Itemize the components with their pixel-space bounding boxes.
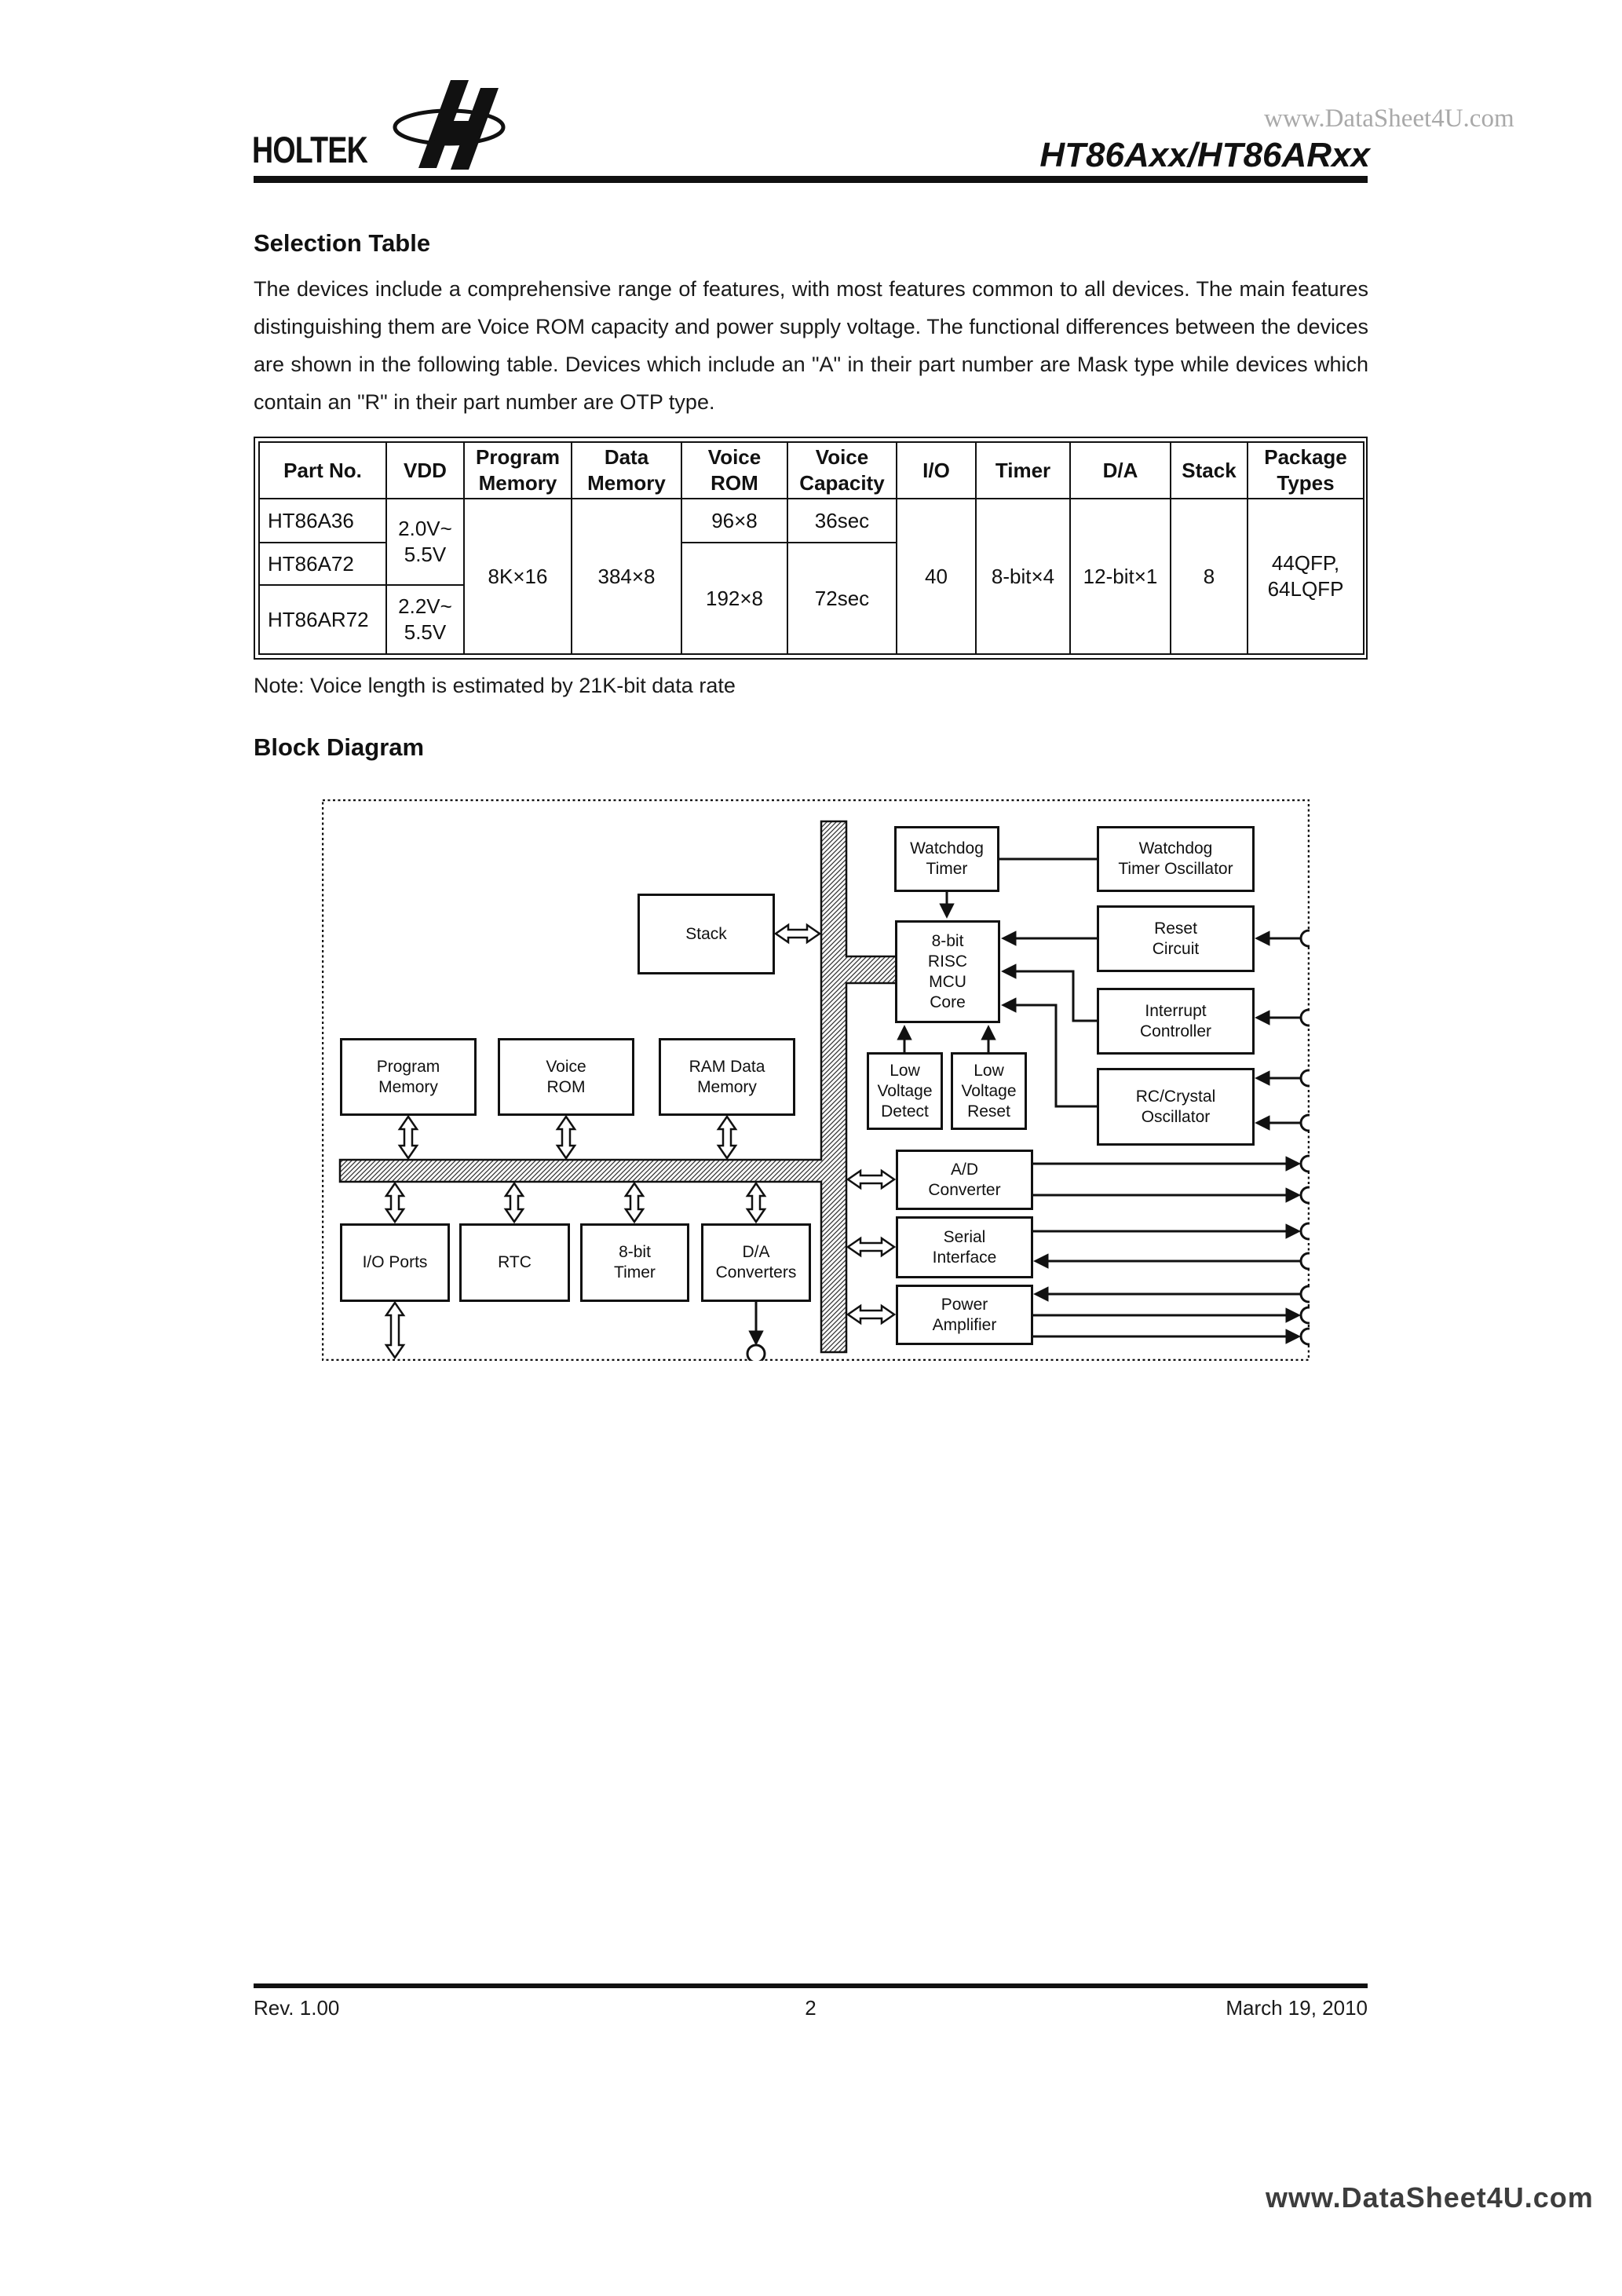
timer-bus-arrow [623, 1181, 645, 1224]
table-header-row: Part No. VDD Program Memory Data Memory … [258, 441, 1364, 499]
cell-voice-capacity-1: 36sec [787, 498, 897, 543]
col-vdd: VDD [385, 441, 465, 499]
page-title: HT86Axx/HT86ARxx [1039, 136, 1370, 174]
table-row: HT86AR72 2.2V~ 5.5V [258, 584, 1364, 655]
rcosc-to-mcu-arrow [1001, 997, 1097, 1108]
block-watchdog-timer: Watchdog Timer [894, 826, 999, 892]
selection-table-heading: Selection Table [254, 229, 431, 257]
ioports-external-arrow [384, 1300, 406, 1360]
poweramp-bus-arrow [846, 1303, 897, 1325]
osc-pin-2 [1299, 1113, 1310, 1132]
block-watchdog-timer-oscillator: Watchdog Timer Oscillator [1097, 826, 1255, 892]
block-voice-rom: Voice ROM [498, 1038, 634, 1116]
block-mcu-core: 8-bit RISC MCU Core [895, 920, 1000, 1023]
daconv-bus-arrow [745, 1181, 767, 1224]
poweramp-pin-in [1299, 1285, 1310, 1303]
cell-part-ht86a36: HT86A36 [258, 498, 387, 543]
ad-bus-arrow [846, 1168, 897, 1190]
cell-data-memory: 384×8 [571, 498, 682, 655]
block-diagram-heading: Block Diagram [254, 733, 425, 761]
footer: Rev. 1.00 2 March 19, 2010 [254, 1996, 1368, 2020]
footer-date: March 19, 2010 [1226, 1996, 1368, 2020]
ad-pin-1 [1299, 1154, 1310, 1173]
cell-package-types: 44QFP, 64LQFP [1247, 498, 1364, 655]
block-interrupt-controller: Interrupt Controller [1097, 988, 1255, 1055]
cell-da: 12-bit×1 [1069, 498, 1171, 655]
footer-divider [254, 1983, 1368, 1988]
col-part-no: Part No. [258, 441, 387, 499]
col-voice-capacity: Voice Capacity [787, 441, 897, 499]
footer-page-number: 2 [805, 1996, 816, 2020]
block-rc-crystal-oscillator: RC/Crystal Oscillator [1097, 1068, 1255, 1146]
cell-voice-capacity-23: 72sec [787, 542, 897, 655]
block-ad-converter: A/D Converter [896, 1150, 1033, 1210]
block-program-memory: Program Memory [340, 1038, 477, 1116]
block-8bit-timer: 8-bit Timer [580, 1223, 689, 1302]
datasheet4u-watermark-bottom: www.DataSheet4U.com [1266, 2181, 1594, 2214]
holtek-logo-wordmark: HOLTEK [252, 129, 368, 170]
cell-voice-rom-1: 96×8 [681, 498, 788, 543]
cell-voice-rom-23: 192×8 [681, 542, 788, 655]
block-low-voltage-detect: Low Voltage Detect [867, 1052, 943, 1130]
footer-revision: Rev. 1.00 [254, 1996, 340, 2020]
col-data-memory: Data Memory [571, 441, 682, 499]
poweramp-pin-out-2 [1299, 1327, 1310, 1346]
interrupt-to-mcu-arrow [1001, 963, 1097, 1022]
block-power-amplifier: Power Amplifier [896, 1285, 1033, 1345]
col-io: I/O [896, 441, 977, 499]
da-output-pin [746, 1344, 766, 1361]
serial-bus-arrow [846, 1236, 897, 1258]
ad-pin-2 [1299, 1186, 1310, 1205]
datasheet4u-watermark-top: www.DataSheet4U.com [1264, 104, 1514, 133]
block-rtc: RTC [459, 1223, 570, 1302]
progmem-bus-arrow [397, 1114, 419, 1161]
block-da-converters: D/A Converters [701, 1223, 811, 1302]
block-serial-interface: Serial Interface [896, 1216, 1033, 1278]
cell-timer: 8-bit×4 [975, 498, 1071, 655]
cell-vdd-1: 2.0V~ 5.5V [385, 498, 465, 586]
col-package-types: Package Types [1247, 441, 1364, 499]
cell-part-ht86a72: HT86A72 [258, 542, 387, 586]
col-program-memory: Program Memory [463, 441, 572, 499]
intro-paragraph: The devices include a comprehensive rang… [254, 277, 1368, 414]
cell-part-ht86ar72: HT86AR72 [258, 584, 387, 655]
col-da: D/A [1069, 441, 1171, 499]
header-divider [254, 176, 1368, 183]
col-voice-rom: Voice ROM [681, 441, 788, 499]
cell-stack: 8 [1170, 498, 1248, 655]
cell-program-memory: 8K×16 [463, 498, 572, 655]
system-bus [338, 820, 898, 1354]
serial-pin-in [1299, 1252, 1310, 1270]
table-row: HT86A36 2.0V~ 5.5V 8K×16 384×8 96×8 36se… [258, 498, 1364, 655]
block-low-voltage-reset: Low Voltage Reset [951, 1052, 1027, 1130]
col-timer: Timer [975, 441, 1071, 499]
holtek-logo-icon [393, 80, 506, 170]
ram-bus-arrow [716, 1114, 738, 1161]
block-ram-data-memory: RAM Data Memory [659, 1038, 795, 1116]
block-reset-circuit: Reset Circuit [1097, 905, 1255, 972]
interrupt-pin [1299, 1008, 1310, 1027]
block-io-ports: I/O Ports [340, 1223, 450, 1302]
selection-table: Part No. VDD Program Memory Data Memory … [254, 437, 1368, 660]
block-stack: Stack [637, 894, 775, 974]
voicerom-bus-arrow [555, 1114, 577, 1161]
serial-pin-out [1299, 1222, 1310, 1241]
cell-vdd-2: 2.2V~ 5.5V [385, 584, 465, 655]
table-row: HT86A72 192×8 72sec [258, 542, 1364, 655]
ioports-bus-arrow [384, 1181, 406, 1224]
rtc-bus-arrow [503, 1181, 525, 1224]
block-diagram: Watchdog Timer Watchdog Timer Oscillator… [322, 799, 1310, 1361]
poweramp-pin-out-1 [1299, 1306, 1310, 1325]
stack-bus-arrow [773, 923, 822, 945]
table-note: Note: Voice length is estimated by 21K-b… [254, 674, 736, 697]
cell-io: 40 [896, 498, 977, 655]
reset-pin [1299, 929, 1310, 948]
osc-pin-1 [1299, 1069, 1310, 1088]
col-stack: Stack [1170, 441, 1248, 499]
